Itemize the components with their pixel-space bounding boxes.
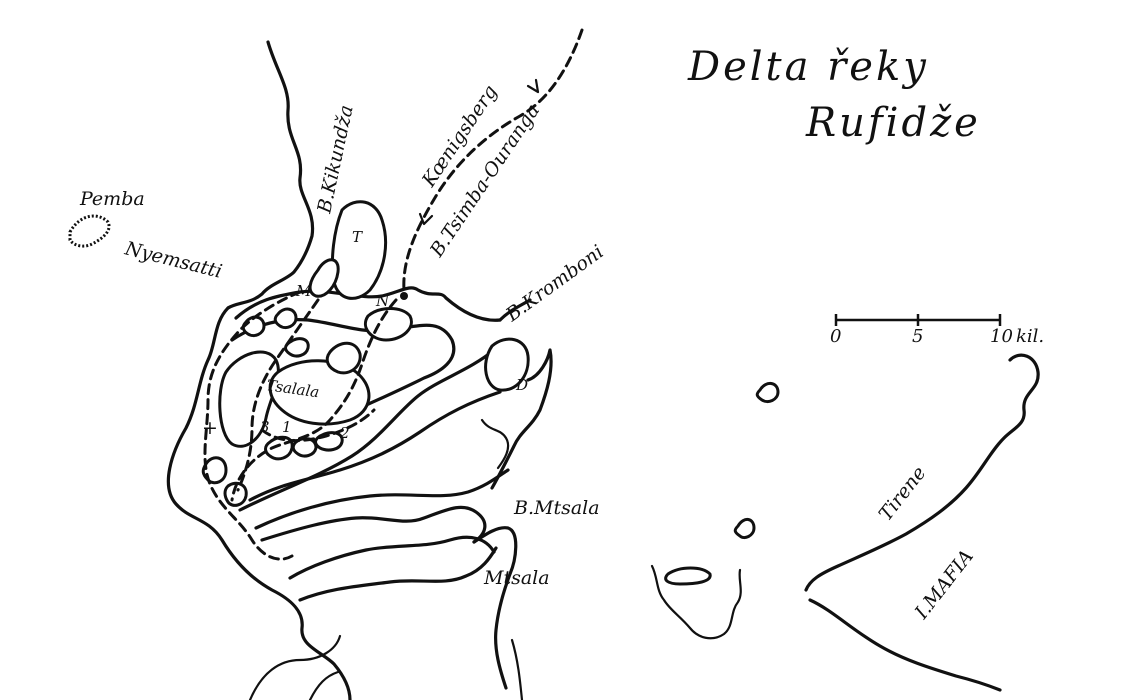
island-m: [308, 258, 340, 298]
koenigsberg-arrowhead-north: [526, 78, 540, 94]
label-b-mtsala: B.Mtsala: [513, 497, 600, 519]
island-d: [484, 337, 530, 392]
pemba-island: [68, 214, 111, 248]
marker-n: N: [375, 292, 390, 310]
island-t: [330, 200, 388, 300]
channel-southern-2: [298, 546, 498, 602]
koenigsberg-route: [402, 28, 584, 292]
map-title-line2: Rufidže: [805, 100, 981, 146]
label-pemba: Pemba: [79, 188, 145, 210]
channel-mtsala-south: [260, 505, 487, 544]
label-kromboni: B.Kromboni: [501, 241, 607, 327]
scale-bar: [834, 314, 1002, 326]
north-coastline: [226, 40, 315, 310]
scale-unit: kil.: [1016, 326, 1044, 347]
label-kikundza: B.Kikundža: [313, 103, 358, 216]
east-coast-mtsala: [472, 526, 518, 690]
island-nyemsatti-2: [273, 307, 298, 330]
marker-3: 3: [260, 418, 270, 436]
label-mtsala: Mtsala: [483, 567, 550, 589]
marker-m: M: [295, 282, 312, 300]
dashed-route-west: [203, 290, 302, 561]
southwest-creek-2: [308, 670, 340, 700]
south-creek: [510, 638, 524, 700]
marker-t: T: [352, 228, 363, 246]
scale-tick-5: 5: [912, 326, 923, 347]
koenigsberg-position-marker: [400, 292, 408, 300]
channel-mtsala-main: [254, 468, 510, 530]
delta-west-edge: [166, 306, 352, 700]
island-n: [363, 307, 413, 342]
channel-north-bank: [234, 286, 502, 322]
east-coast-creek: [480, 418, 510, 470]
channel-central-south-bank: [238, 348, 496, 512]
marker-d: D: [515, 376, 528, 394]
dashed-route-east: [230, 298, 398, 502]
offshore-islet-2: [733, 518, 756, 540]
mafia-coastline: [804, 353, 1040, 592]
scale-tick-0: 0: [830, 326, 841, 347]
southwest-creek: [248, 634, 342, 700]
island-mid-1: [284, 337, 310, 358]
east-coast-delta: [490, 298, 553, 490]
marker-2: 2: [339, 424, 350, 442]
offshore-islet-1: [755, 382, 780, 404]
island-tsalala-main: [218, 350, 280, 448]
label-tirene: Tirene: [875, 462, 931, 525]
koenigsberg-arrowhead-south: [418, 212, 434, 226]
island-lower-1: [264, 435, 294, 461]
channel-mtsala-north: [248, 390, 502, 502]
southern-island: [650, 564, 742, 640]
mafia-south-coast: [808, 598, 1002, 692]
label-mafia: I.MAFIA: [910, 546, 978, 624]
map-title-line1: Delta řeky: [687, 44, 929, 90]
island-north-small: [325, 341, 362, 375]
dashed-loop: [260, 408, 376, 443]
label-nyemsatti: Nyemsatti: [122, 237, 224, 283]
scale-tick-10: 10: [990, 326, 1013, 347]
dashed-route-inner: [236, 298, 320, 492]
marker-cross: +: [202, 417, 218, 439]
marker-1: 1: [282, 418, 292, 436]
label-tsimba-ouranga: B.Tsimba-Ouranga: [425, 100, 544, 262]
channel-southern: [288, 535, 496, 580]
